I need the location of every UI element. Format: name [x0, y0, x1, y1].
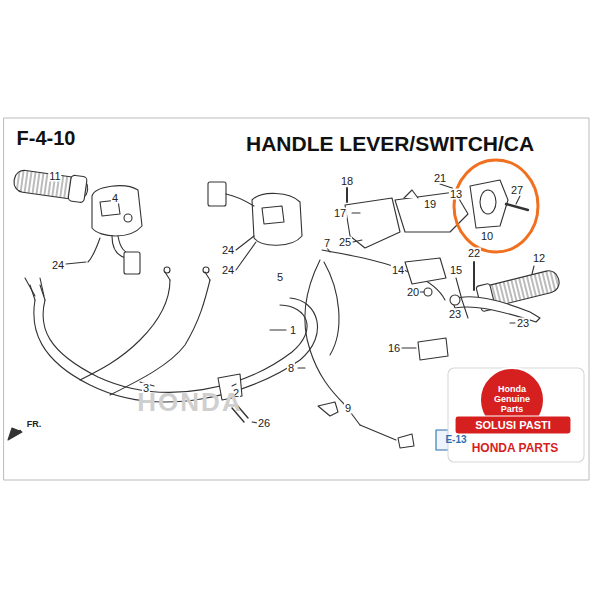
- callout-number: 20: [406, 287, 420, 298]
- callout-number: 17: [333, 208, 347, 219]
- callout-number: 19: [423, 199, 437, 210]
- callout-number: 24: [51, 260, 65, 271]
- diagram-note: E-13: [444, 435, 467, 445]
- callout-number: 1: [289, 325, 297, 336]
- callout-number: 24: [221, 265, 235, 276]
- callout-number: 4: [111, 193, 119, 204]
- callout-number: 5: [276, 272, 284, 283]
- callout-number: 21: [433, 173, 447, 184]
- diagram-note: FR.: [26, 420, 43, 429]
- callout-number: 12: [532, 253, 546, 264]
- callout-number: 27: [510, 185, 524, 196]
- callout-number: 9: [344, 403, 352, 414]
- diagram-note: SOLUSI PASTI: [474, 420, 552, 431]
- callout-number: 15: [449, 265, 463, 276]
- callout-number: 18: [340, 176, 354, 187]
- callout-number: 25: [338, 237, 352, 248]
- diagram-note: HONDA PARTS: [471, 442, 560, 454]
- callout-number: 26: [257, 418, 271, 429]
- callout-number: 11: [48, 171, 61, 182]
- callout-number: 14: [391, 265, 405, 276]
- callout-number: 8: [287, 363, 295, 374]
- diagram-note: Honda Genuine Parts: [486, 385, 538, 415]
- diagram-title: HANDLE LEVER/SWITCH/CA: [245, 133, 535, 154]
- callout-number: 23: [516, 318, 530, 329]
- diagram-note: HONDA: [136, 389, 243, 415]
- callout-number: 7: [323, 238, 331, 249]
- callout-number: 16: [387, 343, 401, 354]
- callout-number: 10: [480, 231, 494, 242]
- callout-number: 13: [449, 189, 463, 200]
- callout-number: 24: [221, 245, 235, 256]
- callout-number: 22: [467, 248, 481, 259]
- page-code: F-4-10: [16, 128, 77, 148]
- callout-number: 23: [448, 309, 462, 320]
